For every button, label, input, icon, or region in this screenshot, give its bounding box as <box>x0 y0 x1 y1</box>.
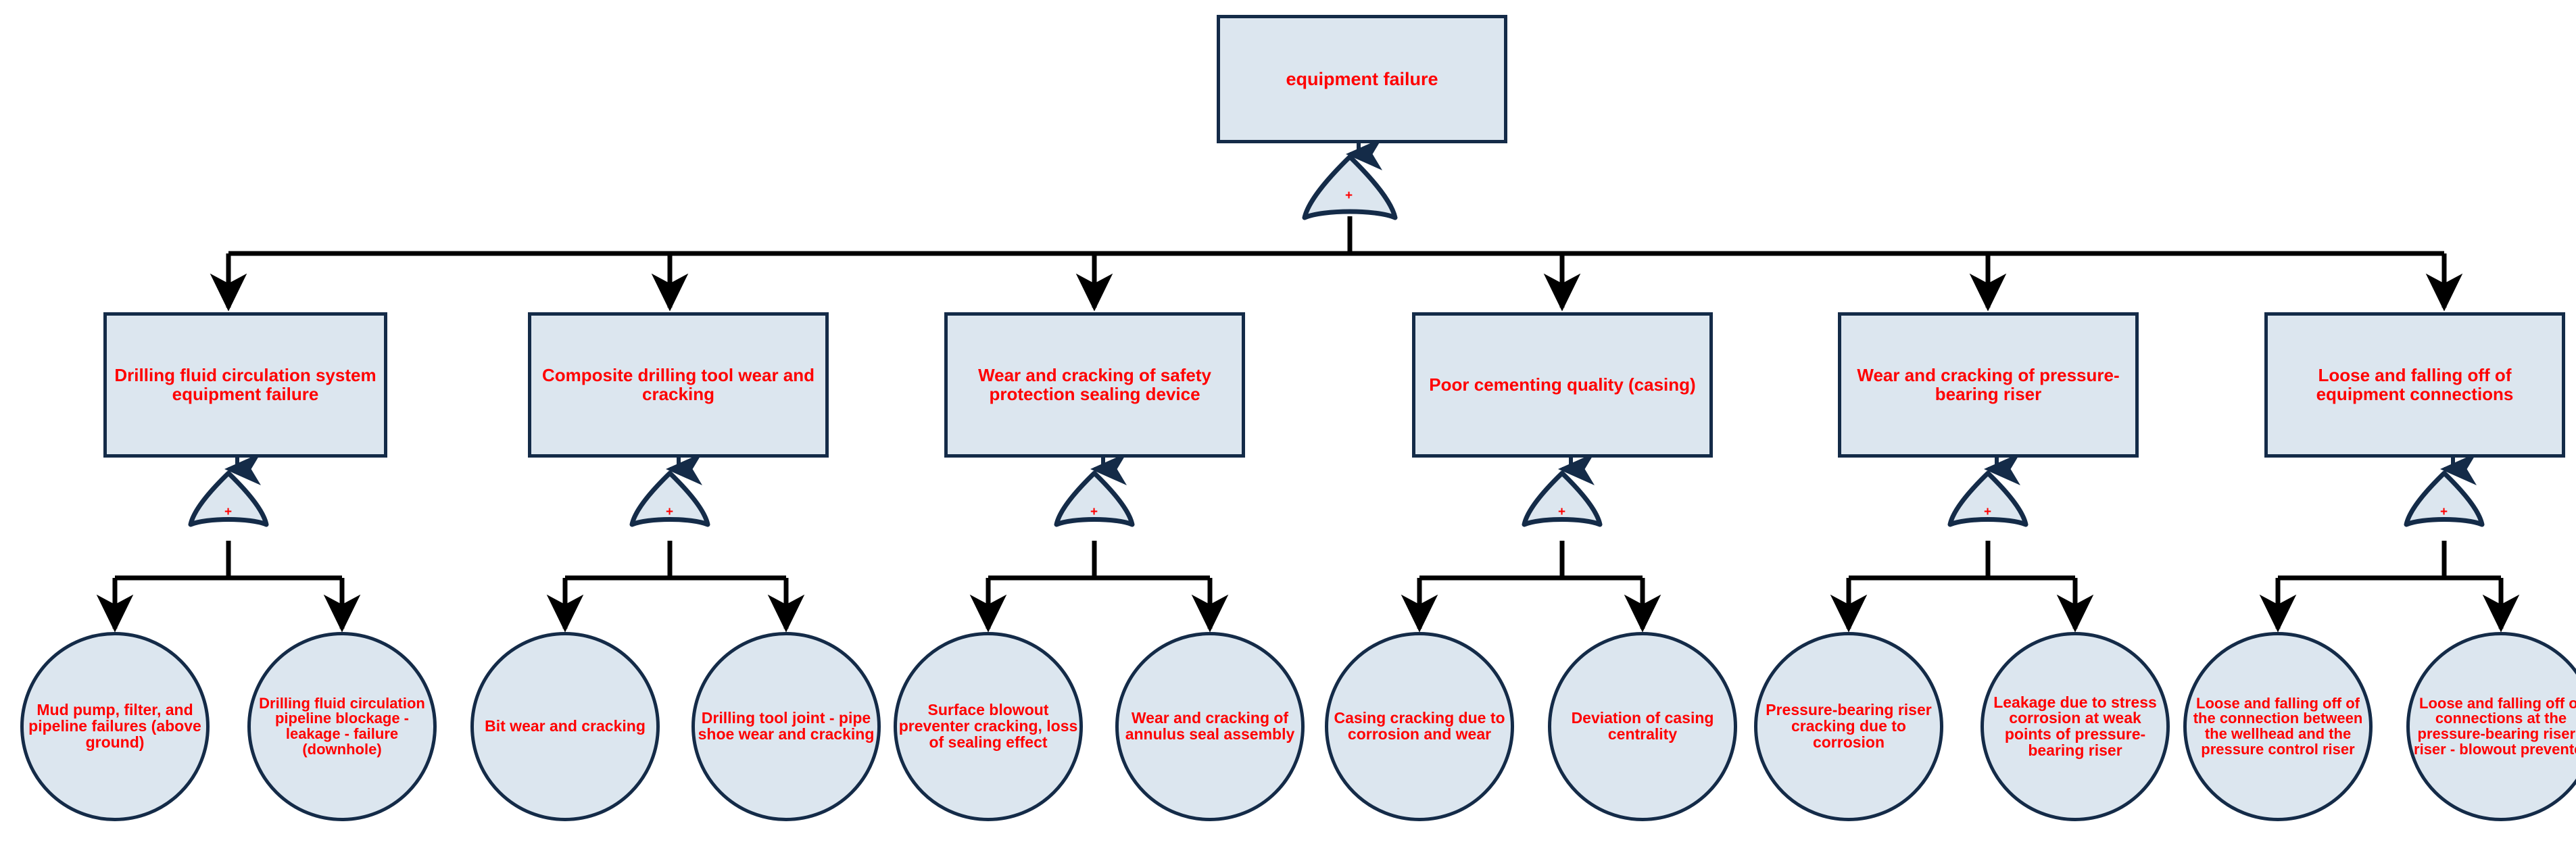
intermediate-label-6: Loose and falling off of equipment conne… <box>2316 364 2514 404</box>
basic-event-label-9: Pressure-bearing riser cracking due to c… <box>1766 701 1932 751</box>
intermediate-box-5[interactable]: Wear and cracking of pressure-bearing ri… <box>1838 312 2139 458</box>
top-event-label: equipment failure <box>1286 68 1438 89</box>
intermediate-label-2: Composite drilling tool wear and crackin… <box>541 364 815 404</box>
basic-event-circle-6[interactable]: Wear and cracking of annulus seal assemb… <box>1115 632 1305 821</box>
basic-event-circle-5[interactable]: Surface blowout preventer cracking, loss… <box>894 632 1083 821</box>
basic-event-label-2: Drilling fluid circulation pipeline bloc… <box>259 694 425 758</box>
basic-event-label-1: Mud pump, filter, and pipeline failures … <box>28 701 201 751</box>
basic-event-circle-1[interactable]: Mud pump, filter, and pipeline failures … <box>20 632 210 821</box>
top-event-box[interactable]: equipment failure <box>1217 15 1507 143</box>
or-gate-top <box>1302 154 1398 220</box>
intermediate-label-3: Wear and cracking of safety protection s… <box>978 364 1211 404</box>
basic-event-circle-12[interactable]: Loose and falling off of connections at … <box>2406 632 2576 821</box>
intermediate-label-5: Wear and cracking of pressure-bearing ri… <box>1857 364 2120 404</box>
basic-event-circle-10[interactable]: Leakage due to stress corrosion at weak … <box>1980 632 2170 821</box>
basic-event-label-6: Wear and cracking of annulus seal assemb… <box>1125 709 1295 743</box>
or-gate-6 <box>2404 470 2485 527</box>
intermediate-box-4[interactable]: Poor cementing quality (casing) <box>1412 312 1713 458</box>
basic-event-label-12: Loose and falling off of connections at … <box>2414 694 2576 758</box>
intermediate-box-2[interactable]: Composite drilling tool wear and crackin… <box>528 312 829 458</box>
or-gate-5 <box>1947 470 2028 527</box>
basic-event-circle-8[interactable]: Deviation of casing centrality <box>1548 632 1737 821</box>
basic-event-circle-2[interactable]: Drilling fluid circulation pipeline bloc… <box>247 632 437 821</box>
intermediate-box-1[interactable]: Drilling fluid circulation system equipm… <box>103 312 387 458</box>
or-gate-3 <box>1054 470 1135 527</box>
intermediate-box-3[interactable]: Wear and cracking of safety protection s… <box>944 312 1245 458</box>
basic-event-label-10: Leakage due to stress corrosion at weak … <box>1993 693 2157 759</box>
basic-event-circle-7[interactable]: Casing cracking due to corrosion and wea… <box>1325 632 1514 821</box>
basic-event-label-3: Bit wear and cracking <box>485 717 646 735</box>
or-gate-4 <box>1522 470 1603 527</box>
basic-event-circle-11[interactable]: Loose and falling off of the connection … <box>2183 632 2373 821</box>
intermediate-box-6[interactable]: Loose and falling off of equipment conne… <box>2264 312 2565 458</box>
basic-event-circle-3[interactable]: Bit wear and cracking <box>470 632 660 821</box>
basic-event-circle-4[interactable]: Drilling tool joint - pipe shoe wear and… <box>691 632 881 821</box>
basic-event-label-4: Drilling tool joint - pipe shoe wear and… <box>698 709 875 743</box>
basic-event-label-11: Loose and falling off of the connection … <box>2193 694 2363 758</box>
basic-event-label-8: Deviation of casing centrality <box>1571 709 1714 743</box>
or-gate-1 <box>188 470 269 527</box>
basic-event-circle-9[interactable]: Pressure-bearing riser cracking due to c… <box>1754 632 1943 821</box>
intermediate-label-1: Drilling fluid circulation system equipm… <box>114 364 376 404</box>
intermediate-label-4: Poor cementing quality (casing) <box>1429 374 1696 395</box>
basic-event-label-7: Casing cracking due to corrosion and wea… <box>1334 709 1505 743</box>
or-gate-2 <box>629 470 710 527</box>
basic-event-label-5: Surface blowout preventer cracking, loss… <box>898 701 1078 751</box>
